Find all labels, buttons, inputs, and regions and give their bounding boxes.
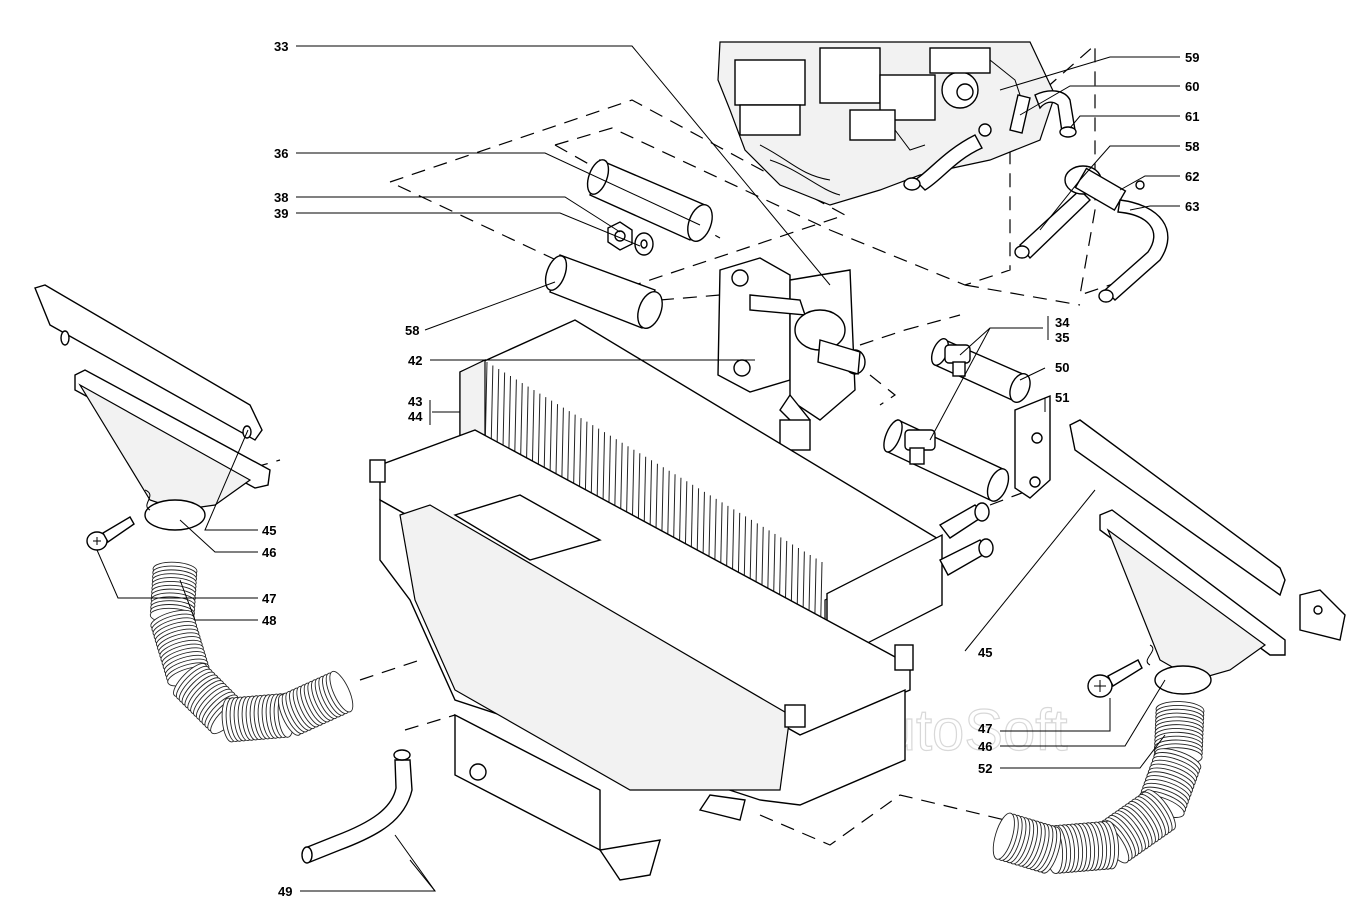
nut-38 — [607, 221, 633, 251]
callout-59: 59 — [1185, 50, 1199, 65]
hose-50-upper — [930, 338, 1031, 404]
screw-47-left — [86, 516, 135, 551]
callout-46-left: 46 — [262, 545, 276, 560]
washer-39 — [634, 232, 654, 256]
callout-labels: 33 36 38 39 58 42 43 44 45 46 47 48 49 5… — [262, 39, 1199, 899]
hose-36 — [586, 159, 713, 242]
heater-housing — [369, 429, 914, 881]
heater-radiator — [459, 319, 994, 665]
callout-34: 34 — [1055, 315, 1070, 330]
callout-51: 51 — [1055, 390, 1069, 405]
callout-61: 61 — [1185, 109, 1199, 124]
callout-45-left: 45 — [262, 523, 276, 538]
callout-46-right: 46 — [978, 739, 992, 754]
air-duct-right — [1069, 419, 1346, 695]
callout-58-left: 58 — [405, 323, 419, 338]
callout-49: 49 — [278, 884, 292, 899]
heater-tap-flange — [717, 257, 866, 451]
callout-38: 38 — [274, 190, 288, 205]
screw-47-right — [1087, 659, 1143, 698]
callout-39: 39 — [274, 206, 288, 221]
callout-33: 33 — [274, 39, 288, 54]
callout-63: 63 — [1185, 199, 1199, 214]
callout-47-right: 47 — [978, 721, 992, 736]
heater-valve-hoses — [1014, 165, 1169, 303]
flex-hose-52 — [992, 701, 1205, 875]
callout-45-right: 45 — [978, 645, 992, 660]
callout-62: 62 — [1185, 169, 1199, 184]
flex-hose-48 — [149, 561, 354, 743]
callout-50: 50 — [1055, 360, 1069, 375]
air-duct-left — [34, 284, 271, 531]
callout-42: 42 — [408, 353, 422, 368]
callout-47-left: 47 — [262, 591, 276, 606]
engine-carburettor — [717, 41, 1077, 206]
callout-52: 52 — [978, 761, 992, 776]
hose-50-lower — [883, 419, 1010, 502]
leader-lines — [96, 45, 1180, 892]
hose-58 — [544, 254, 663, 329]
callout-60: 60 — [1185, 79, 1199, 94]
callout-44: 44 — [408, 409, 423, 424]
callout-48: 48 — [262, 613, 276, 628]
drain-hose-49 — [301, 749, 413, 864]
callout-58-right: 58 — [1185, 139, 1199, 154]
callout-35: 35 — [1055, 330, 1069, 345]
callout-43: 43 — [408, 394, 422, 409]
callout-36: 36 — [274, 146, 288, 161]
bracket-51 — [1014, 394, 1051, 499]
